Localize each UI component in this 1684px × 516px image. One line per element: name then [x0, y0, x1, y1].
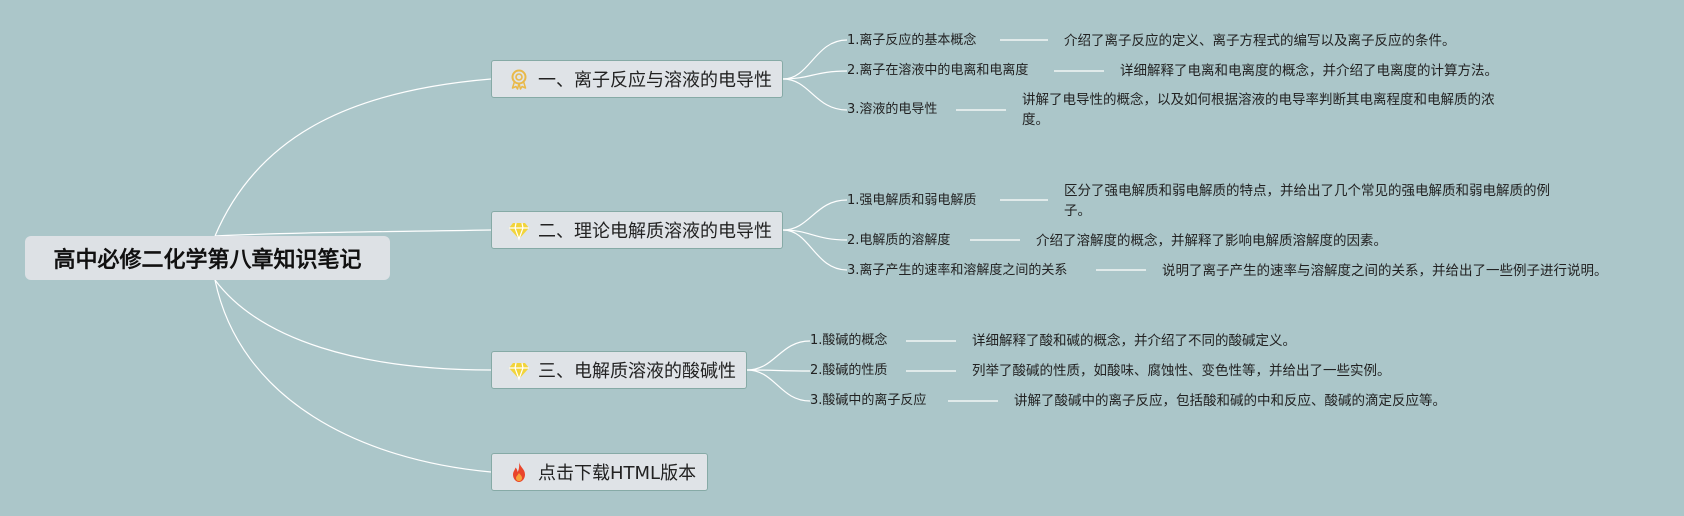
root-topic[interactable]: 高中必修二化学第八章知识笔记	[25, 236, 390, 280]
subtopic-3-3[interactable]: 3.酸碱中的离子反应	[810, 393, 927, 408]
branch-1-connector-sub-1	[782, 39, 848, 80]
branch-2-connector-sub-3	[782, 229, 848, 271]
root-connector-branch-1	[214, 78, 492, 237]
description-1-3: 讲解了电导性的概念，以及如何根据溶液的电导率判断其电离程度和电解质的浓度。	[1022, 92, 1495, 128]
subtopic-2-3[interactable]: 3.离子产生的速率和溶解度之间的关系	[847, 263, 1068, 278]
description-1-1: 介绍了离子反应的定义、离子方程式的编写以及离子反应的条件。	[1064, 33, 1456, 49]
branch-2-connector-sub-1	[782, 199, 848, 231]
download-html-link[interactable]: 点击下载HTML版本	[491, 453, 708, 491]
subtopic-2-1[interactable]: 1.强电解质和弱电解质	[847, 193, 977, 208]
root-connector-branch-3	[214, 279, 492, 371]
subtopic-1-2[interactable]: 2.离子在溶液中的电离和电离度	[847, 63, 1029, 78]
subtopic-1-1[interactable]: 1.离子反应的基本概念	[847, 33, 977, 48]
description-1-2: 详细解释了电离和电离度的概念，并介绍了电离度的计算方法。	[1120, 63, 1498, 79]
description-3-1: 详细解释了酸和碱的概念，并介绍了不同的酸碱定义。	[972, 333, 1296, 349]
root-connector-branch-2	[214, 229, 492, 237]
subtopic-3-2[interactable]: 2.酸碱的性质	[810, 363, 888, 378]
subtopic-2-2[interactable]: 2.电解质的溶解度	[847, 233, 951, 248]
description-3-2: 列举了酸碱的性质，如酸味、腐蚀性、变色性等，并给出了一些实例。	[972, 363, 1391, 379]
branch-3-connector-sub-3	[746, 369, 811, 402]
download-link-label: 点击下载HTML版本	[538, 463, 697, 484]
root-title: 高中必修二化学第八章知识笔记	[53, 248, 362, 273]
diamond-icon	[508, 219, 530, 241]
branch-1-connector-sub-2	[782, 70, 848, 80]
branch-title: 一、离子反应与溶液的电导性	[538, 70, 772, 91]
branch-2-connector-sub-2	[782, 229, 848, 241]
award-ribbon-icon	[508, 68, 530, 90]
branch-title: 三、电解质溶液的酸碱性	[538, 361, 736, 382]
description-2-3: 说明了离子产生的速率与溶解度之间的关系，并给出了一些例子进行说明。	[1162, 263, 1608, 279]
description-2-1: 区分了强电解质和弱电解质的特点，并给出了几个常见的强电解质和弱电解质的例子。	[1064, 183, 1550, 219]
subtopic-1-3[interactable]: 3.溶液的电导性	[847, 102, 938, 117]
root-connector-branch-4	[214, 279, 492, 473]
branch-ionic-reaction[interactable]: 一、离子反应与溶液的电导性	[491, 60, 783, 98]
description-2-2: 介绍了溶解度的概念，并解释了影响电解质溶解度的因素。	[1036, 233, 1387, 249]
subtopic-3-1[interactable]: 1.酸碱的概念	[810, 333, 888, 348]
branch-3-connector-sub-1	[746, 340, 811, 371]
branch-electrolyte-conductivity[interactable]: 二、理论电解质溶液的电导性	[491, 211, 783, 249]
branch-acidity-basicity[interactable]: 三、电解质溶液的酸碱性	[491, 351, 747, 389]
branch-title: 二、理论电解质溶液的电导性	[538, 221, 772, 242]
description-3-3: 讲解了酸碱中的离子反应，包括酸和碱的中和反应、酸碱的滴定反应等。	[1014, 393, 1446, 409]
branch-1-connector-sub-3	[782, 78, 848, 111]
diamond-icon	[508, 359, 530, 381]
fire-icon	[508, 461, 530, 483]
